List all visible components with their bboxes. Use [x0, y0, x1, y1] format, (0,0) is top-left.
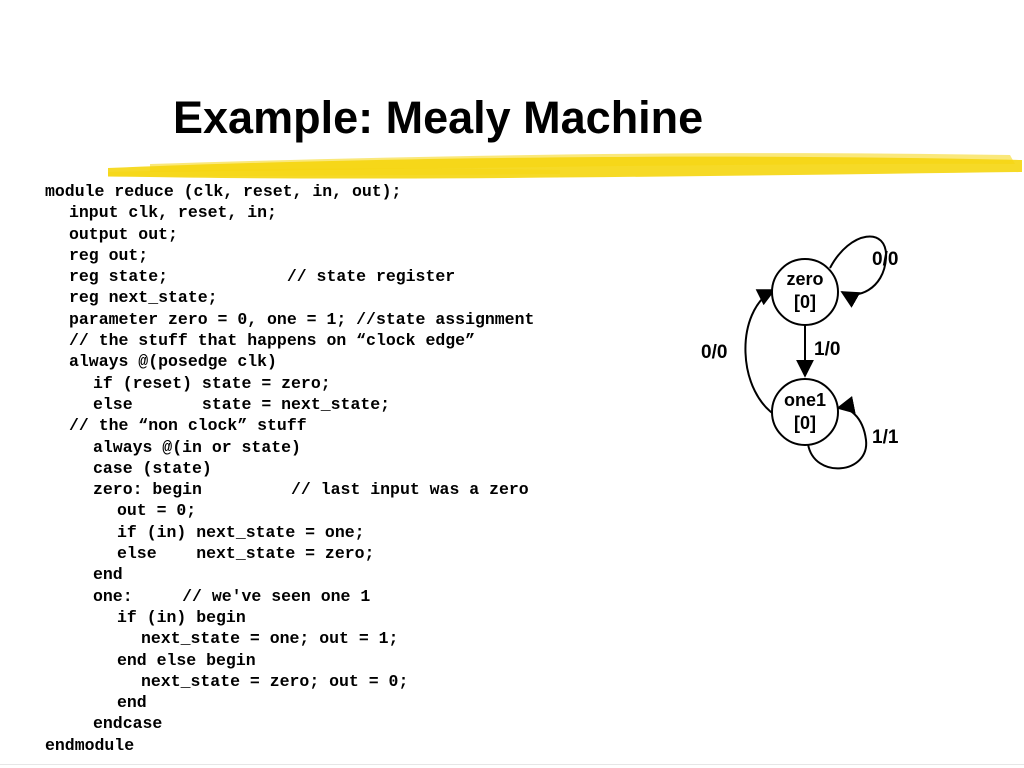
code-line: zero: begin // last input was a zero [93, 480, 529, 500]
footer-divider [0, 764, 1024, 765]
verilog-code-block: module reduce (clk, reset, in, out); inpu… [45, 181, 534, 756]
code-line: // the “non clock” stuff [69, 416, 307, 436]
label-zero-self: 0/0 [872, 249, 898, 270]
code-line: next_state = zero; out = 0; [141, 671, 409, 691]
code-line: case (state) [93, 458, 212, 478]
state-one1: one1 [0] [771, 378, 839, 446]
code-line: else next_state = zero; [117, 544, 375, 564]
code-line: endmodule [45, 735, 135, 755]
label-one1-self: 1/1 [872, 427, 899, 448]
code-line: if (reset) state = zero; [93, 373, 331, 393]
transition-one1-to-zero [744, 289, 781, 419]
state-one1-name: one1 [784, 390, 826, 410]
code-line: always @(posedge clk) [69, 352, 277, 372]
state-zero-name: zero [786, 269, 823, 289]
code-line: // the stuff that happens on “clock edge… [69, 331, 475, 351]
code-line: always @(in or state) [93, 437, 301, 457]
state-zero-output: [0] [794, 292, 816, 312]
code-line: one: // we've seen one 1 [93, 586, 371, 606]
code-line: next_state = one; out = 1; [141, 629, 399, 649]
state-one1-output: [0] [794, 413, 816, 433]
transition-zero-self-loop [829, 235, 888, 308]
code-line: end else begin [117, 650, 256, 670]
code-line: endcase [93, 714, 163, 734]
code-line: module reduce (clk, reset, in, out); [45, 182, 402, 201]
label-one1-to-zero: 0/0 [701, 342, 727, 363]
slide-title: Example: Mealy Machine [173, 92, 704, 143]
transition-one1-self-loop [807, 396, 868, 470]
code-line: reg state; // state register [69, 267, 456, 287]
label-zero-to-one1: 1/0 [814, 339, 840, 360]
code-line: reg out; [69, 245, 149, 265]
code-line: end [93, 565, 123, 585]
code-line: else state = next_state; [93, 394, 391, 414]
code-line: if (in) next_state = one; [117, 522, 365, 542]
code-line: output out; [69, 224, 178, 244]
code-line: parameter zero = 0, one = 1; //state ass… [69, 309, 535, 329]
code-line: if (in) begin [117, 607, 246, 627]
code-line: out = 0; [117, 501, 197, 521]
code-line: end [117, 693, 147, 713]
state-zero: zero [0] [771, 258, 839, 326]
code-line: input clk, reset, in; [69, 203, 277, 223]
code-line: reg next_state; [69, 288, 218, 308]
